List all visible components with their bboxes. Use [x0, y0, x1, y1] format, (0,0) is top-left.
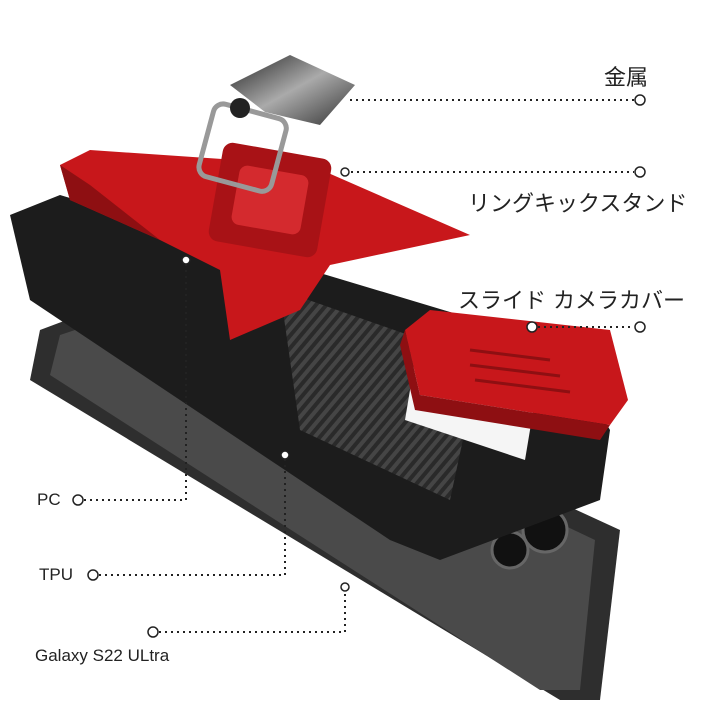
metal-plate [230, 55, 355, 125]
ring-kickstand [196, 98, 289, 194]
label-slide-camera-cover: スライド カメラカバー [458, 289, 685, 314]
label-ring-kickstand: リングキックスタンド [468, 192, 688, 217]
red-back-plate [60, 142, 470, 340]
slide-camera-cover [400, 310, 628, 440]
label-tpu: TPU [39, 565, 73, 584]
label-device: Galaxy S22 ULtra [35, 646, 170, 665]
label-metal: 金属 [604, 66, 649, 91]
callout-dots [72, 94, 646, 638]
callout-lines [84, 99, 634, 633]
label-pc: PC [37, 490, 61, 509]
